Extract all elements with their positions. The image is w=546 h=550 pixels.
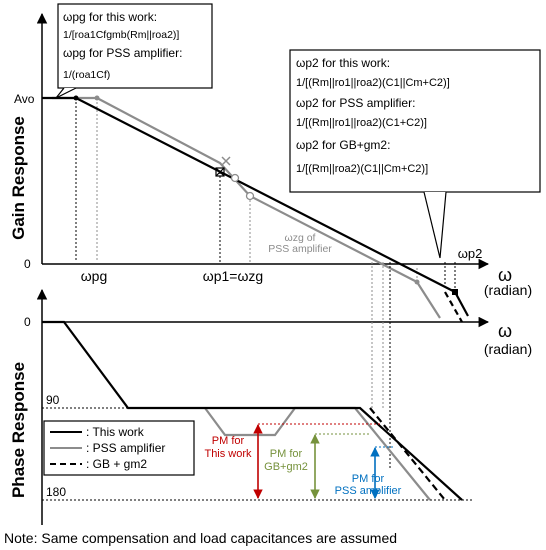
legend-label-this-work: : This work (86, 425, 145, 439)
gain-x-tick-wpg: ωpg (81, 268, 108, 284)
phase-y-tick-90: 90 (46, 393, 60, 407)
pm-gb-line1: PM for (270, 448, 303, 460)
gain-y-tick-zero: 0 (24, 257, 31, 271)
left-box-line-2: 1/[roa1Cfgmb(Rm||roa2)] (63, 29, 179, 41)
left-annotation-box: ωpg for this work: 1/[roa1Cfgmb(Rm||roa2… (55, 3, 213, 99)
legend-label-gb: : GB + gm2 (86, 457, 147, 471)
right-box-line-4: 1/[(Rm||ro1||roa2)(C1+C2)] (296, 117, 427, 129)
marker-pss-p2 (414, 279, 420, 285)
right-box-line-2: 1/[(Rm||ro1||roa2)(C1||Cm+C2)] (296, 77, 450, 89)
phase-y-tick-180: 180 (46, 485, 66, 499)
pm-pss-annotation: PM for PSS amplifier (335, 446, 402, 499)
marker-pss-pole (94, 95, 100, 101)
marker-pss-zero-a (230, 173, 240, 183)
phase-curve-gb (369, 407, 446, 501)
phase-y-tick-zero: 0 (24, 315, 31, 329)
gain-axis-title: Gain Response (9, 116, 28, 240)
pm-pss-line2: PSS amplifier (335, 485, 402, 497)
gain-x-tick-wp1: ωp1=ωzg (203, 268, 263, 284)
phase-curve-pss (204, 406, 431, 501)
gain-curve-this-work (42, 96, 469, 317)
right-box-line-6: 1/[(Rm||roa2)(C1||Cm+C2)] (296, 163, 428, 175)
phase-curve-this-work (42, 320, 463, 501)
legend: : This work : PSS amplifier : GB + gm2 (43, 420, 195, 476)
marker-pss-cross (221, 156, 231, 166)
pm-gb-line2: GB+gm2 (264, 461, 308, 473)
pm-pss-line1: PM for (352, 473, 385, 485)
legend-label-pss: : PSS amplifier (86, 441, 165, 455)
phase-panel: Phase Response 0 90 180 ω (radian) PM fo… (9, 262, 532, 525)
left-box-line-1: ωpg for this work: (63, 10, 157, 24)
pm-this-work-annotation: PM for This work (204, 423, 380, 499)
phase-axis-title: Phase Response (9, 362, 28, 498)
phase-x-axis-symbol: ω (498, 321, 512, 341)
gain-y-tick-avo: Avo (14, 92, 35, 106)
left-box-line-3: ωpg for PSS amplifier: (63, 46, 182, 60)
pm-gb-annotation: PM for GB+gm2 (264, 433, 370, 499)
gain-curve-gb (444, 291, 463, 323)
marker-wp1 (215, 167, 225, 177)
pm-this-work-line1: PM for (212, 435, 245, 447)
gain-x-tick-wp2: ωp2 (458, 246, 483, 261)
zero-note-line2: PSS amplifier (268, 243, 332, 255)
gain-x-axis-symbol: ω (498, 265, 512, 285)
marker-this-pole (73, 95, 79, 101)
gain-panel: Gain Response Avo 0 ω (radian) (9, 3, 541, 323)
right-box-line-5: ωp2 for GB+gm2: (296, 138, 390, 152)
right-box-line-1: ωp2 for this work: (296, 56, 390, 70)
pm-this-work-line2: This work (204, 448, 252, 460)
footer-note: Note: Same compensation and load capacit… (4, 530, 397, 546)
gain-x-axis-unit: (radian) (484, 282, 532, 298)
marker-this-p2 (452, 289, 458, 295)
zero-note-line1: ωzg of (285, 232, 316, 244)
left-box-line-4: 1/(roa1Cf) (63, 69, 110, 81)
right-box-line-3: ωp2 for PSS amplifier: (296, 96, 415, 110)
phase-x-axis-unit: (radian) (484, 341, 532, 357)
right-annotation-box: ωp2 for this work: 1/[(Rm||ro1||roa2)(C1… (289, 49, 541, 259)
marker-pss-zero-b (245, 191, 255, 201)
gain-guides (75, 98, 456, 292)
